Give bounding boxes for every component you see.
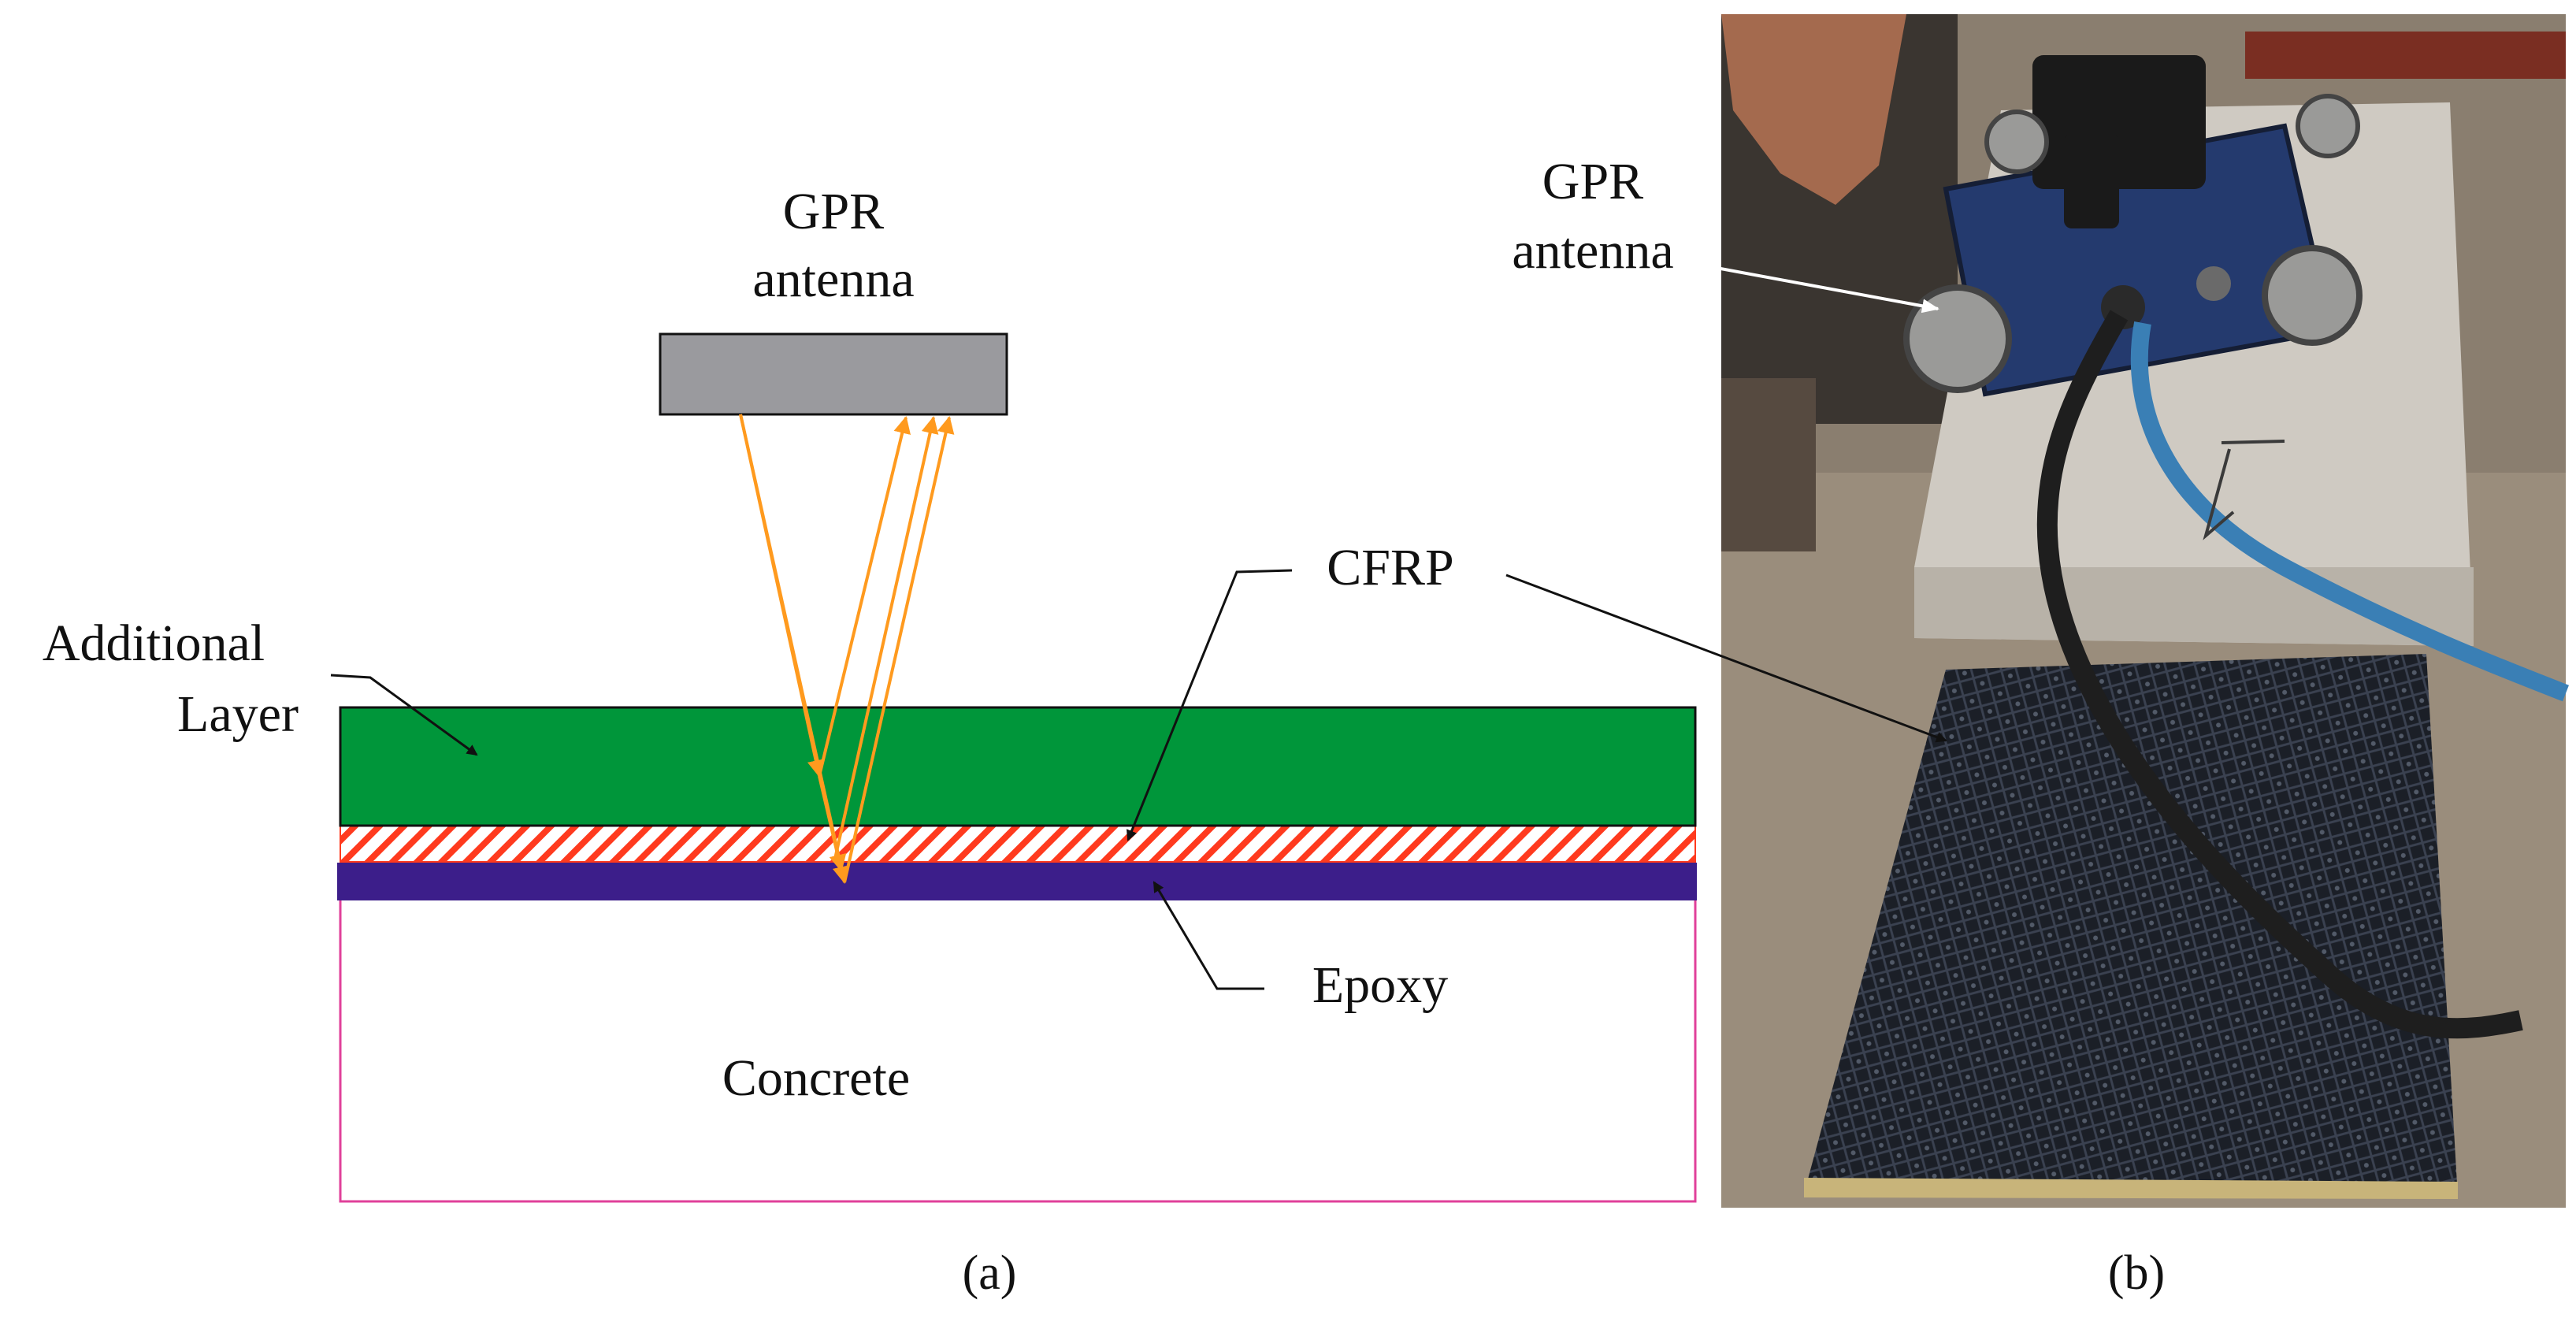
ray-reflected-1 [818,416,911,777]
caption-b: (b) [2108,1246,2165,1300]
ray-incident-3 [818,775,847,872]
leader-lines [330,569,1293,990]
photo-black-cable [2036,310,2523,1039]
ray-paths [739,414,955,884]
additional-layer-label-line1: Additional [43,614,265,672]
photo-person-leg [1721,378,1816,551]
photo-cfrp-edge [1804,1178,2458,1199]
gpr-antenna-label-a-line2: antenna [752,251,914,308]
photo-antenna-pointer [1707,265,1939,314]
epoxy-label: Epoxy [1312,956,1448,1014]
photo-gpr-device [1903,55,2363,397]
photo-slab-marking [2203,440,2285,540]
photo-cfrp-sheet [1804,654,2458,1197]
cfrp-leader [1127,569,1293,841]
concrete-block [339,897,1697,1203]
gpr-antenna-label-a-line1: GPR [783,183,884,240]
caption-a: (a) [963,1246,1017,1300]
panel-b-photo: GPR antenna (b) [1505,14,2569,1300]
gpr-antenna-box [659,332,1008,416]
additional-layer-label-line2: Layer [177,685,299,743]
epoxy-leader [1153,881,1264,990]
cfrp-layer [340,825,1696,863]
photo-red-strip [2245,32,2566,79]
photo-concrete-edge [1914,567,2474,646]
ray-reflected-3 [843,416,955,883]
ray-incident-2 [739,414,825,778]
photo-blue-cable [2130,321,2569,702]
panel-a-schematic: GPR antenna Additional Layer CFRP Epoxy … [43,183,1697,1300]
epoxy-layer [337,863,1697,900]
cfrp-label: CFRP [1327,539,1453,596]
concrete-label: Concrete [722,1049,910,1107]
gpr-antenna-label-b-line1: GPR [1542,153,1643,210]
photo-person-hand [1721,14,1906,205]
ray-reflected-2 [833,416,939,859]
additional-layer-leader [330,674,478,756]
additional-layer [339,706,1697,827]
photo-cfrp-pointer [1505,574,1947,743]
gpr-antenna-label-b-line2: antenna [1512,222,1673,280]
